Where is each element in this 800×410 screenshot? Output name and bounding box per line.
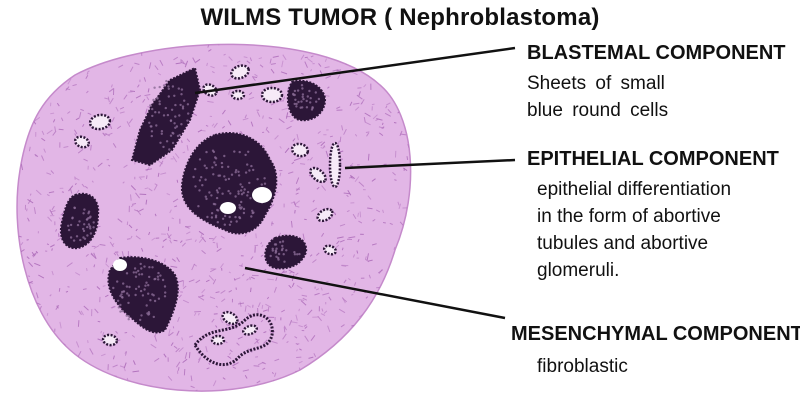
- blastemal-heading: BLASTEMAL COMPONENT: [527, 42, 786, 64]
- tubule: [210, 334, 226, 346]
- blastemal-sheet: [180, 132, 278, 235]
- mesenchymal-heading: MESENCHYMAL COMPONENT: [511, 323, 800, 345]
- tubule: [101, 333, 119, 347]
- epithelial-description-line: tubules and abortive: [537, 233, 709, 254]
- tubule: [242, 324, 258, 336]
- blastemal-description-line: blue round cells: [527, 100, 669, 121]
- mesenchymal-description-line: fibroblastic: [537, 356, 628, 377]
- tubule: [260, 86, 284, 104]
- epithelial-description-line: epithelial differentiation: [537, 179, 732, 200]
- tubule: [309, 166, 327, 184]
- lesions: [59, 64, 342, 367]
- tumor-section: [16, 43, 412, 392]
- tubule: [88, 113, 112, 131]
- tubule: [322, 244, 338, 256]
- mesenchymal-leader-line: [244, 266, 506, 320]
- tubule: [316, 207, 334, 223]
- glomerulus: [252, 187, 272, 203]
- tubule: [230, 64, 250, 80]
- epithelial-description-line: glomeruli.: [537, 260, 620, 281]
- epithelial-leader-line: [344, 158, 516, 170]
- epithelial-description: epithelial differentiation in the form o…: [537, 176, 731, 284]
- leader-lines: [194, 46, 516, 320]
- tubule: [221, 310, 239, 326]
- tubule: [230, 89, 246, 101]
- blastemal-description: Sheets of small blue round cells: [527, 70, 668, 124]
- tubule: [73, 135, 91, 149]
- tubule: [328, 141, 342, 189]
- diagram-title: WILMS TUMOR ( Nephroblastoma): [200, 4, 600, 31]
- tubule: [290, 142, 310, 158]
- glomerulus: [220, 202, 236, 214]
- epithelial-description-line: in the form of abortive: [537, 206, 721, 227]
- blastemal-leader-line: [194, 46, 516, 95]
- tubule: [193, 313, 274, 367]
- blastemal-sheet: [130, 66, 202, 167]
- epithelial-heading: EPITHELIAL COMPONENT: [527, 148, 779, 170]
- glomerulus: [113, 259, 127, 271]
- blastemal-description-line: Sheets of small: [527, 73, 665, 94]
- mesenchymal-description: fibroblastic: [537, 353, 628, 380]
